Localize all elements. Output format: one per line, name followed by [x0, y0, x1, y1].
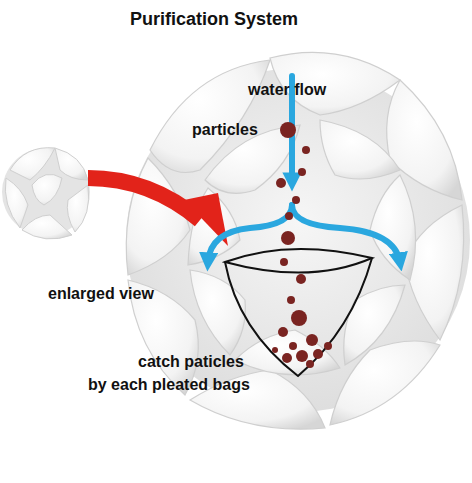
pleated-ball — [126, 52, 470, 429]
zoom-arrow — [88, 178, 228, 246]
pleated-bag — [225, 249, 372, 376]
note-label: catch paticles by each pleated bags — [88, 350, 258, 396]
particles-label: particles — [192, 118, 282, 141]
flow-label: water flow — [248, 78, 368, 101]
small-filter-ball — [2, 148, 90, 239]
water-flow-arrows — [208, 76, 400, 262]
title: Purification System — [130, 8, 298, 31]
view-label: enlarged view — [48, 282, 188, 305]
particles — [272, 122, 332, 368]
